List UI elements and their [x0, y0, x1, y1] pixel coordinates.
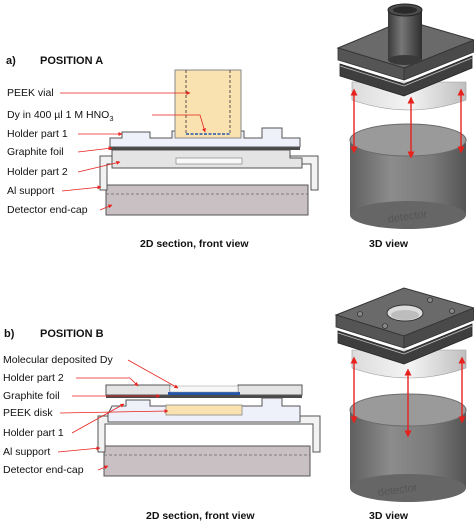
panel-b-title: POSITION B [40, 328, 104, 340]
caption-3d-a: 3D view [369, 238, 409, 250]
detector-label-b: detector [377, 482, 418, 499]
label-molecular-dy: Molecular deposited Dy [3, 354, 113, 366]
endcap-b [103, 445, 311, 477]
dy-layer-b [168, 392, 240, 395]
label-endcap-a: Detector end-cap [7, 204, 88, 216]
label-al-a: Al support [7, 185, 54, 197]
leader-lines-a [60, 91, 206, 211]
label-graphite-b: Graphite foil [3, 390, 60, 402]
label-peek-disk: PEEK disk [3, 407, 53, 419]
label-holder1-a: Holder part 1 [7, 128, 68, 140]
peek-disk-b [165, 404, 243, 416]
panel-a-title: POSITION A [40, 55, 103, 67]
view3d-a: detector [336, 3, 474, 229]
caption-2d-b: 2D section, front view [146, 510, 255, 522]
label-graphite-a: Graphite foil [7, 146, 64, 158]
section-b-diagram [97, 384, 321, 477]
label-al-b: Al support [3, 446, 50, 458]
section-a-diagram [99, 69, 319, 216]
detector-label-a: detector [387, 208, 428, 225]
label-holder2-b: Holder part 2 [3, 372, 64, 384]
graphite-foil-b [106, 395, 302, 398]
label-holder1-b: Holder part 1 [3, 427, 64, 439]
endcap-a [105, 184, 309, 216]
peek-vial-a [174, 69, 242, 139]
panel-b-letter: b) [4, 328, 15, 340]
label-dy-solution: Dy in 400 µl 1 M HNO3 [7, 109, 114, 123]
label-endcap-b: Detector end-cap [3, 464, 84, 476]
graphite-foil-a [110, 147, 300, 150]
leader-lines-b [57, 359, 179, 471]
labels-b: Molecular deposited Dy Holder part 2 Gra… [3, 354, 113, 476]
caption-3d-b: 3D view [369, 510, 409, 522]
label-holder2-a: Holder part 2 [7, 166, 68, 178]
view3d-b: detector [334, 287, 474, 502]
label-peek-vial: PEEK vial [7, 87, 54, 99]
labels-a: PEEK vial Dy in 400 µl 1 M HNO3 Holder p… [7, 87, 114, 216]
caption-2d-a: 2D section, front view [140, 238, 249, 250]
panel-a-letter: a) [6, 55, 16, 67]
